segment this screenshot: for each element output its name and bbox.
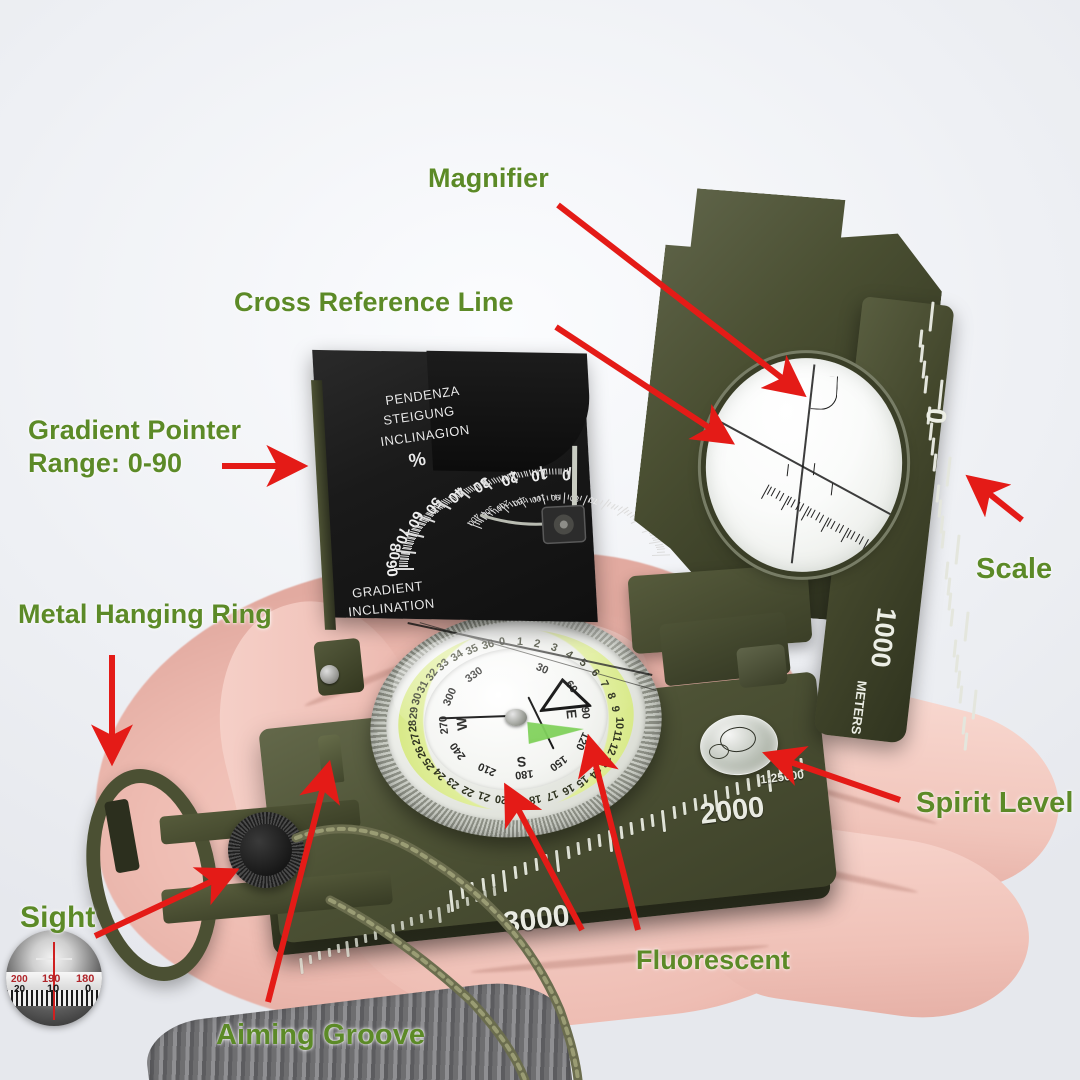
sight-inset-number-20: 20 <box>14 984 26 995</box>
base-ruler-tick-lower <box>492 886 497 896</box>
base-ruler-tick <box>565 845 570 860</box>
label-scale: Scale <box>976 553 1053 585</box>
base-ruler-tick <box>554 849 560 873</box>
base-ruler-tick <box>534 857 538 872</box>
base-ruler-tick-lower <box>474 893 478 903</box>
base-ruler-tick <box>597 833 602 848</box>
label-aiming-groove: Aiming Groove <box>216 1019 426 1051</box>
lens-tick <box>798 503 805 513</box>
base-ruler-tick <box>523 861 528 876</box>
bezel-ring-number: 29 <box>407 705 421 720</box>
base-ruler-tick-lower <box>391 923 396 941</box>
base-ruler-tick <box>682 801 687 816</box>
lens-hook-mark <box>810 375 839 411</box>
base-ruler-tick <box>576 841 581 856</box>
bezel-ring-number: 28 <box>406 719 420 733</box>
base-ruler-tick-lower <box>308 954 313 964</box>
gradient-pointer-needle[interactable] <box>466 437 603 584</box>
sight-inset-number-200: 200 <box>11 974 28 985</box>
gradient-percent-tick <box>651 553 670 556</box>
base-ruler-tick-lower <box>299 957 304 975</box>
base-ruler-tick <box>512 865 517 880</box>
index-triangle-icon <box>538 677 592 713</box>
base-ruler-tick <box>607 829 613 853</box>
lens-tick <box>778 492 785 502</box>
gradient-tick <box>394 568 414 570</box>
base-ruler-tick <box>660 809 666 833</box>
base-ruler-tick <box>629 821 634 836</box>
inclinometer-hinge-screw <box>320 665 339 684</box>
gradient-tick <box>399 564 409 566</box>
base-ruler-tick <box>501 869 507 893</box>
fluorescent-pointer <box>527 718 585 744</box>
base-ruler-tick-lower <box>345 940 350 958</box>
base-ruler-tick-lower <box>483 889 488 907</box>
sight-inset-hairline <box>53 942 55 1020</box>
gradient-tick <box>399 562 409 564</box>
base-ruler-tick <box>746 777 750 792</box>
sight-inset-number-10: 10 <box>47 983 60 995</box>
sight-inset-number-0: 0 <box>85 983 92 995</box>
base-ruler-tick-lower <box>336 944 340 954</box>
base-ruler-tick <box>544 853 549 868</box>
base-ruler-tick-lower <box>465 896 469 906</box>
base-ruler-tick-lower <box>317 951 322 961</box>
base-ruler-tick <box>491 873 496 888</box>
base-ruler-tick-lower <box>373 930 377 940</box>
label-metal-hanging-ring: Metal Hanging Ring <box>18 599 272 629</box>
sight-view-inset: 200 190 180 20 10 0 <box>6 930 102 1026</box>
label-spirit-level: Spirit Level <box>916 787 1074 819</box>
label-gradient-pointer-line2: Range: 0-90 <box>28 447 183 478</box>
gradient-tick <box>399 557 409 559</box>
base-ruler-tick <box>671 805 676 820</box>
lens-tick <box>818 514 825 523</box>
lens-index-mark <box>830 483 834 496</box>
base-ruler-tick-lower <box>419 913 423 923</box>
lens-tick <box>858 535 865 545</box>
base-ruler-tick <box>459 885 464 900</box>
bezel-ring-number: 20 <box>493 792 508 806</box>
lid-hinge-pin <box>736 643 788 689</box>
label-cross-reference-line: Cross Reference Line <box>234 287 514 317</box>
base-ruler-tick <box>693 797 697 812</box>
needle-pivot <box>505 709 527 726</box>
inclinometer-hinge <box>313 637 365 697</box>
label-gradient-pointer-line1: Gradient Pointer <box>28 415 242 445</box>
base-ruler-tick <box>640 817 644 832</box>
base-ruler-tick-lower <box>363 934 368 944</box>
label-sight: Sight <box>20 901 96 934</box>
label-gradient-pointer: Gradient Pointer Range: 0-90 <box>28 414 241 480</box>
base-ruler-tick <box>650 813 655 828</box>
bezel-ring-number: 10 <box>612 716 626 730</box>
bezel-ring-number: 11 <box>609 729 624 743</box>
base-ruler-tick-lower <box>400 920 405 930</box>
base-ruler-tick-lower <box>455 900 460 910</box>
inclinometer-percent-symbol: % <box>407 448 429 473</box>
base-ruler-tick <box>587 837 591 852</box>
base-ruler-tick-lower <box>382 927 386 937</box>
base-ruler-tick-lower <box>354 937 359 947</box>
base-ruler-tick-lower <box>437 906 442 924</box>
label-fluorescent: Fluorescent <box>636 945 791 975</box>
lens-index-mark <box>786 464 790 477</box>
label-magnifier: Magnifier <box>428 163 549 193</box>
base-ruler-tick-lower <box>409 917 414 927</box>
sight-inset-number-180: 180 <box>76 973 95 985</box>
sight-inset-number-190: 190 <box>42 973 61 985</box>
bezel-ring-number: 19 <box>511 793 525 807</box>
compass-card-cardinal: S <box>516 753 528 771</box>
base-ruler-tick <box>618 825 623 840</box>
base-ruler-tick-lower <box>428 910 432 920</box>
lens-tick <box>838 525 845 534</box>
base-ruler-tick-lower <box>327 947 331 957</box>
